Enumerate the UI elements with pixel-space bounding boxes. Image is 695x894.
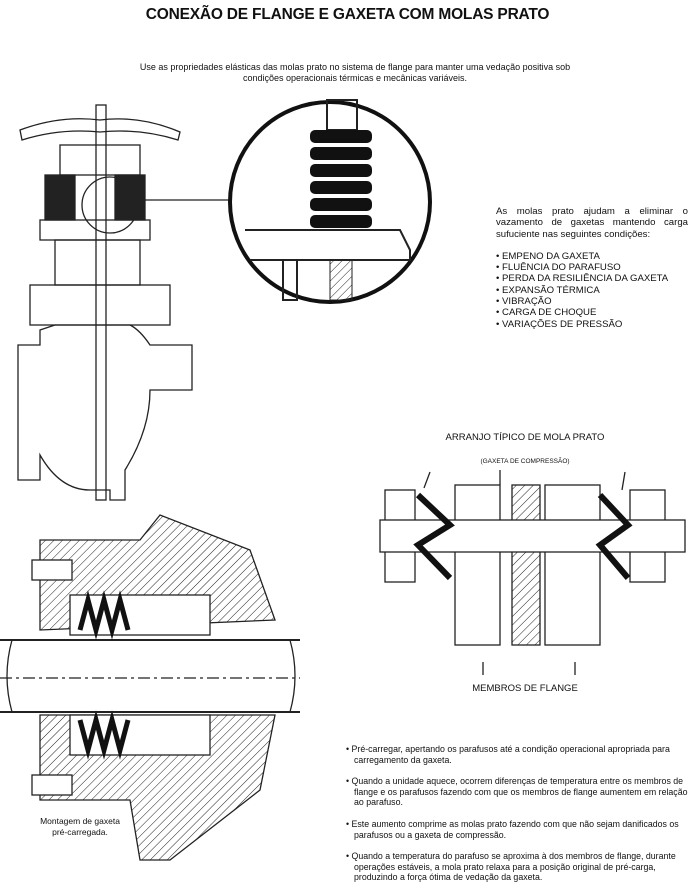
list-item: • CARGA DE CHOQUE <box>496 307 597 319</box>
benefits-panel: As molas prato ajudam a eliminar o vazam… <box>496 206 688 330</box>
flange-members-label: MEMBROS DE FLANGE <box>472 683 578 694</box>
gland-cross-section-drawing <box>0 514 300 861</box>
page-title: CONEXÃO DE FLANGE E GAXETA COM MOLAS PRA… <box>145 6 550 23</box>
gate-valve-drawing <box>17 104 193 501</box>
list-item: • EMPENO DA GAXETA <box>496 250 600 262</box>
list-item: • VIBRAÇÃO <box>496 296 552 308</box>
list-item: • EXPANSÃO TÉRMICA <box>496 284 600 296</box>
benefits-paragraph: As molas prato ajudam a eliminar o vazam… <box>496 206 688 240</box>
arrangement-subtitle: (GAXETA DE COMPRESSÃO) <box>480 458 570 465</box>
list-item: • VARIAÇÕES DE PRESSÃO <box>496 318 623 330</box>
list-item: • PERDA DA RESILIÊNCIA DA GAXETA <box>496 273 669 285</box>
conditions-list: • EMPENO DA GAXETA • FLUÊNCIA DO PARAFUS… <box>496 251 688 330</box>
notes-list: • Pré-carregar, apertando os parafusos a… <box>346 744 688 894</box>
list-item: • Este aumento comprime as molas prato f… <box>346 818 679 840</box>
section-caption: Montagem de gaxeta pré-carregada. <box>40 816 120 837</box>
disc-spring-arrangement-drawing <box>379 470 686 675</box>
arrangement-title: ARRANJO TÍPICO DE MOLA PRATO <box>445 432 605 443</box>
list-item: • Pré-carregar, apertando os parafusos a… <box>346 744 670 765</box>
list-item: • Quando a temperatura do parafuso se ap… <box>346 851 676 883</box>
list-item: • Quando a unidade aquece, ocorrem difer… <box>346 776 688 808</box>
intro-text: Use as propriedades elásticas das molas … <box>139 62 571 83</box>
magnified-detail <box>228 99 432 304</box>
list-item: • FLUÊNCIA DO PARAFUSO <box>496 262 621 274</box>
